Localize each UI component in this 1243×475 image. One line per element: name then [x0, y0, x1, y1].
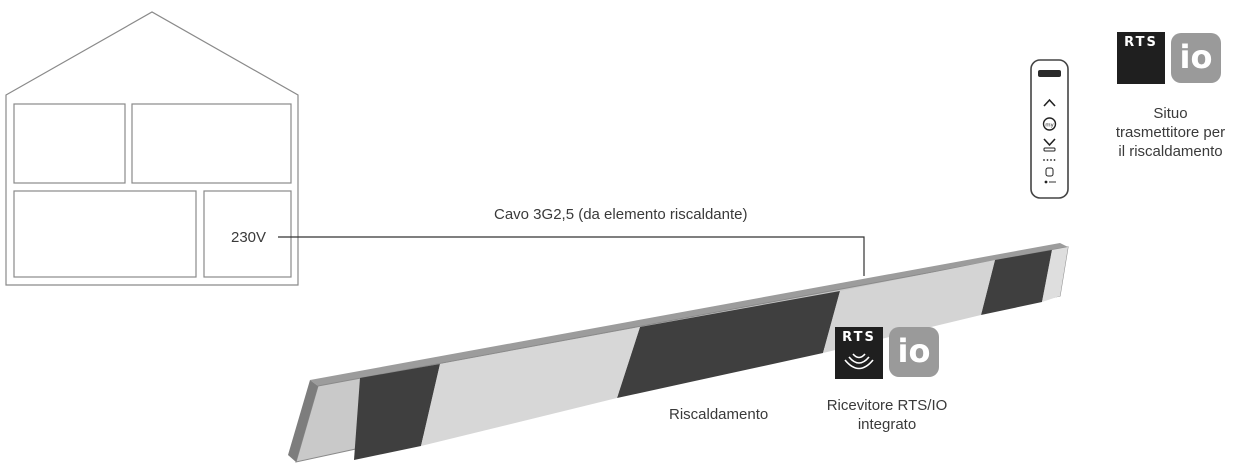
channel-indicator-icon: [1043, 147, 1056, 152]
up-arrow-icon: [1043, 98, 1056, 107]
cable-label: Cavo 3G2,5 (da elemento riscaldante): [494, 206, 748, 223]
situo-remote: my: [1030, 59, 1069, 199]
cable-line: [278, 236, 865, 276]
io-logo-top-text: io: [1179, 38, 1213, 76]
transmitter-label-line1: Situo: [1153, 105, 1188, 122]
heater-stripe-3: [981, 250, 1052, 315]
house-outline: [5, 11, 299, 286]
room-top-right: [131, 103, 292, 184]
led-icon: [1044, 180, 1048, 184]
receiver-label: Ricevitore RTS/IO integrato: [822, 396, 952, 434]
led-label-icon: [1049, 181, 1056, 183]
room-bottom-right: [203, 190, 292, 278]
rts-logo-top: RTS: [1117, 32, 1165, 84]
io-logo-receiver-text: io: [897, 332, 931, 370]
my-button-icon: [1042, 117, 1057, 131]
heater-panel-1: [421, 327, 640, 446]
remote-top-bar: [1038, 70, 1061, 77]
rts-logo-top-text: RTS: [1124, 35, 1158, 50]
rts-waves-receiver-icon: [844, 353, 874, 370]
heater-panel-3: [1042, 247, 1068, 302]
receiver-label-line1: Ricevitore RTS/IO: [826, 397, 948, 414]
heater-end-cap: [288, 380, 318, 462]
room-bottom-left: [13, 190, 197, 278]
transmitter-label-line3: il riscaldamento: [1118, 143, 1223, 160]
receiver-label-line2: integrato: [857, 416, 917, 433]
remote-body: [1030, 59, 1069, 199]
channel-dots-icon: [1043, 159, 1056, 161]
io-logo-top: io: [1171, 33, 1221, 83]
select-button-icon: [1045, 167, 1054, 177]
house-frame: [5, 11, 299, 286]
heater-stripe-2: [617, 291, 840, 398]
transmitter-label: Situo trasmettitore per il riscaldamento: [1103, 104, 1238, 161]
heater-label: Riscaldamento: [669, 406, 769, 423]
rts-logo-receiver-text: RTS: [842, 330, 876, 345]
transmitter-label-line2: trasmettitore per: [1115, 124, 1226, 141]
heater-stripe-1: [354, 364, 440, 460]
heater-top-edge: [310, 243, 1068, 386]
io-logo-receiver: io: [889, 327, 939, 377]
room-top-left: [13, 103, 126, 184]
rts-logo-receiver: RTS: [835, 327, 883, 379]
my-button-text: my: [1045, 123, 1054, 129]
down-arrow-icon: [1043, 138, 1056, 147]
voltage-label: 230V: [231, 229, 267, 246]
